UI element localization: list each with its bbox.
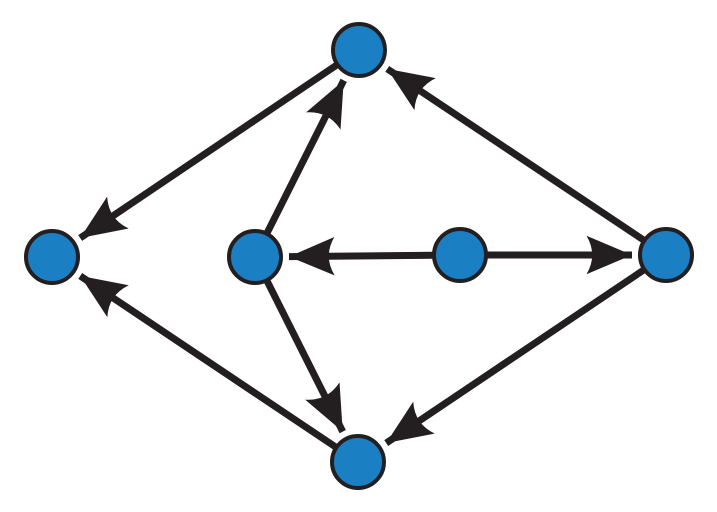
graph-edge-mid-left-to-bottom [251,255,346,434]
graph-node-top [331,22,387,78]
graph-edge-mid-right-to-mid-left [288,236,461,276]
graph-edge-right-to-top [385,65,668,258]
graph-node-right [638,227,694,283]
graph-node-mid-right [432,227,488,283]
graph-edge-right-to-bottom [384,252,668,446]
graph-edge-bottom-to-left [78,273,360,465]
graph-edge-top-to-left [78,47,361,241]
graph-node-bottom [330,434,386,490]
graph-node-left [24,229,80,285]
graph-edge-mid-left-to-top [251,78,347,259]
graph-node-mid-left [227,229,283,285]
